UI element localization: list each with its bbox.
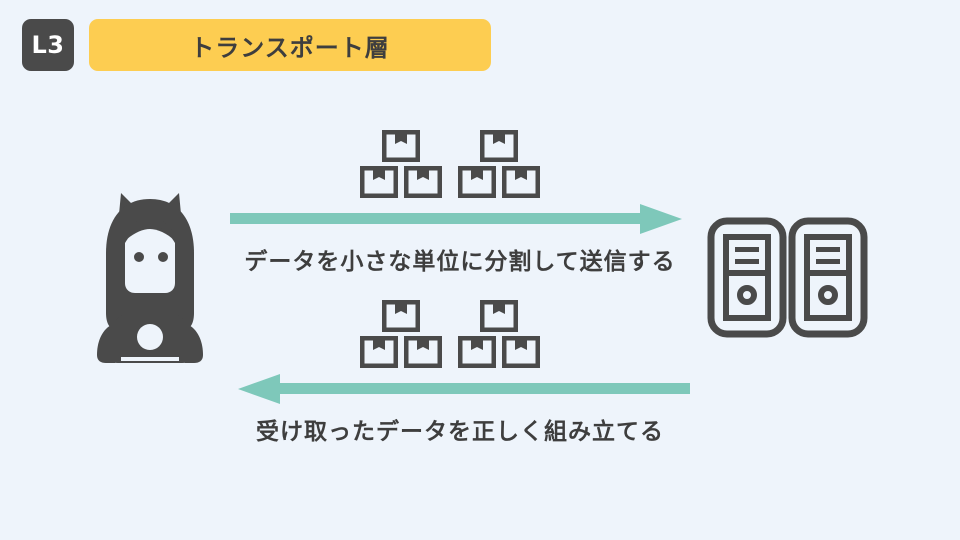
packet-row bbox=[360, 166, 442, 198]
package-box-icon bbox=[480, 130, 518, 162]
packet-row bbox=[458, 166, 540, 198]
user-character-icon bbox=[85, 185, 215, 365]
receive-flow-caption: 受け取ったデータを正しく組み立てる bbox=[256, 419, 664, 445]
receive-arrow bbox=[230, 372, 690, 406]
package-box-icon bbox=[382, 130, 420, 162]
packet-group bbox=[360, 300, 442, 368]
servers-icon bbox=[705, 215, 870, 340]
package-box-icon bbox=[502, 336, 540, 368]
receive-packet-stack bbox=[230, 300, 690, 372]
packet-group bbox=[360, 130, 442, 198]
send-flow: データを小さな単位に分割して送信する bbox=[230, 130, 690, 276]
packet-group bbox=[458, 130, 540, 198]
packet-row bbox=[360, 336, 442, 368]
packet-row bbox=[458, 336, 540, 368]
package-box-icon bbox=[360, 336, 398, 368]
package-box-icon bbox=[480, 300, 518, 332]
packet-row bbox=[480, 300, 518, 332]
package-box-icon bbox=[458, 336, 496, 368]
package-box-icon bbox=[404, 166, 442, 198]
packet-row bbox=[382, 130, 420, 162]
package-box-icon bbox=[404, 336, 442, 368]
receive-flow: 受け取ったデータを正しく組み立てる bbox=[230, 300, 690, 446]
package-box-icon bbox=[382, 300, 420, 332]
layer-badge: L3 bbox=[22, 19, 74, 71]
packet-row bbox=[480, 130, 518, 162]
packet-row bbox=[382, 300, 420, 332]
packet-group bbox=[458, 300, 540, 368]
package-box-icon bbox=[458, 166, 496, 198]
send-arrow bbox=[230, 202, 690, 236]
package-box-icon bbox=[502, 166, 540, 198]
layer-header: L3 トランスポート層 bbox=[22, 19, 491, 71]
layer-title-banner: トランスポート層 bbox=[89, 19, 491, 71]
package-box-icon bbox=[360, 166, 398, 198]
send-packet-stack bbox=[230, 130, 690, 202]
send-flow-caption: データを小さな単位に分割して送信する bbox=[244, 249, 676, 275]
